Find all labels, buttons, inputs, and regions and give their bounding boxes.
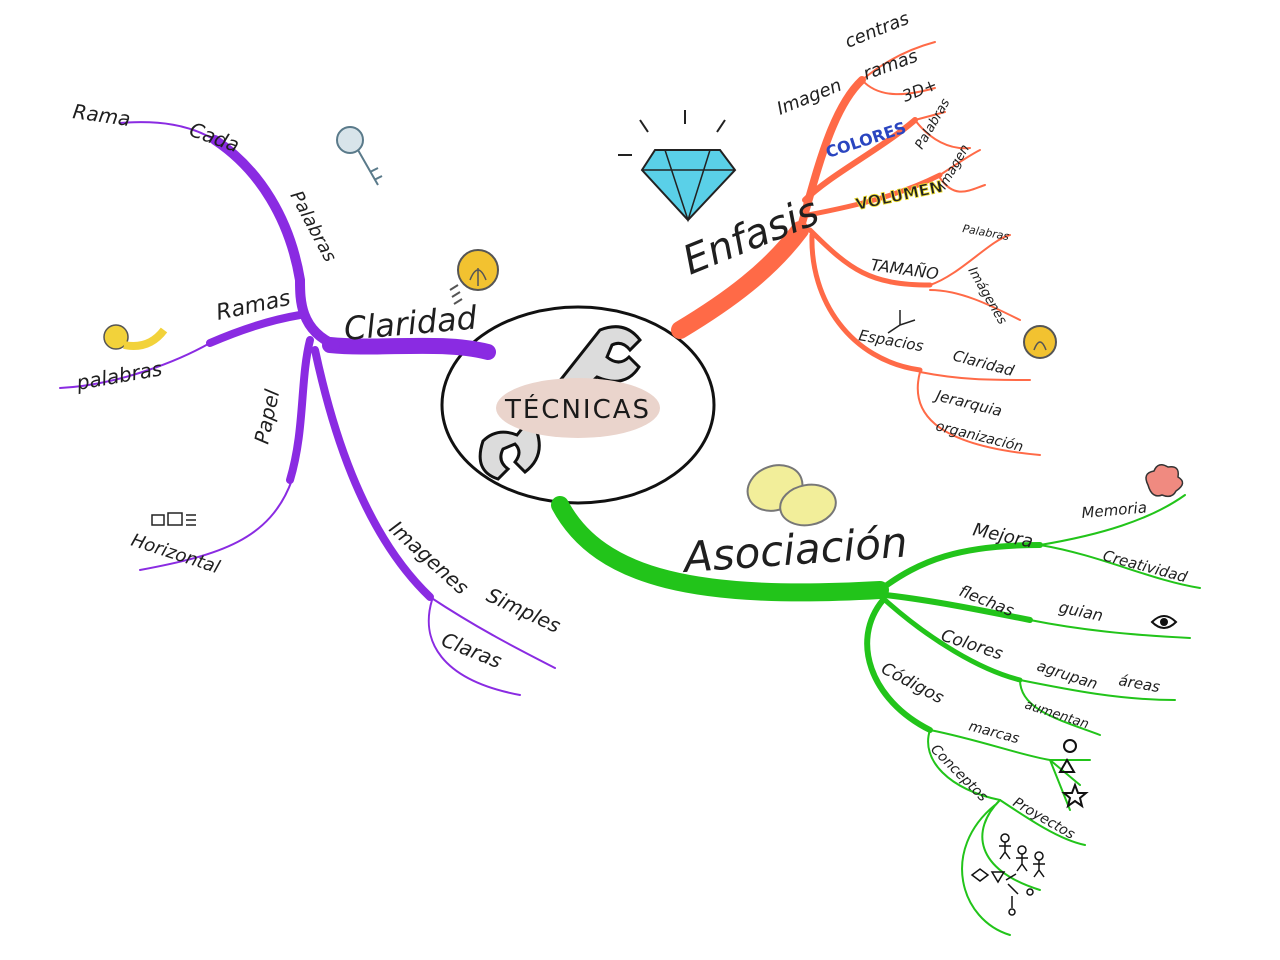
label-aumentan: aumentan	[1023, 698, 1091, 733]
label-3d: 3D+	[899, 75, 939, 106]
horizontal-paper-icon	[151, 512, 196, 526]
triangle-icon	[1058, 758, 1076, 773]
asociacion-labels: Asociación Mejora Memoria Creatividad fl…	[679, 498, 1189, 842]
label-volumen: VOLUMEN	[854, 177, 945, 214]
label-jerarquia: Jerarquia	[931, 386, 1004, 421]
eye-icon	[1150, 615, 1178, 629]
label-ramas-enf: ramas	[861, 46, 921, 85]
star-icon	[1061, 782, 1089, 809]
center-label-bg	[496, 378, 660, 438]
label-marcas: marcas	[967, 718, 1021, 747]
brain-icon	[1145, 464, 1184, 498]
label-horizontal: Horizontal	[128, 530, 222, 578]
key-icon	[336, 126, 383, 186]
tape-measure-icon	[103, 324, 168, 350]
label-simples: Simples	[483, 583, 564, 638]
center-label: TÉCNICAS	[504, 393, 651, 425]
label-creatividad: Creatividad	[1101, 546, 1190, 586]
label-guian: guian	[1057, 597, 1105, 625]
label-organizacion: organización	[934, 418, 1025, 455]
circle-icon	[1063, 739, 1077, 753]
linked-rings-icon	[746, 464, 837, 527]
lightbulb-icon	[449, 249, 499, 305]
label-imagenes-enf: Imágenes	[965, 265, 1010, 328]
people-icon	[999, 833, 1045, 878]
enfasis-labels: Enfasis Imagen centras ramas COLORES 3D+…	[677, 8, 1025, 456]
diamond-icon	[618, 110, 737, 223]
label-imagen2: Imagen	[935, 142, 972, 192]
label-conceptos: Conceptos	[927, 742, 990, 805]
label-areas: áreas	[1117, 671, 1161, 696]
branch-enfasis	[671, 41, 1041, 456]
flow-shapes-icon	[970, 868, 1034, 916]
axes-icon	[887, 310, 916, 334]
label-claridad-enf: Claridad	[951, 346, 1016, 380]
branch-label-asociacion: Asociación	[679, 517, 909, 582]
label-rama: Rama	[71, 99, 132, 131]
label-memoria: Memoria	[1081, 498, 1148, 522]
label-centras: centras	[842, 8, 912, 53]
label-claras: Claras	[438, 627, 505, 673]
label-imagen: Imagen	[774, 75, 845, 120]
label-agrupan: agrupan	[1035, 657, 1100, 693]
lightbulb-icon	[1023, 325, 1057, 359]
label-papel: Papel	[249, 387, 284, 446]
center-node: TÉCNICAS	[440, 305, 716, 505]
label-palabras: palabras	[74, 356, 164, 395]
label-palabras2: Palabras	[961, 222, 1010, 243]
label-cada: Cada	[186, 117, 242, 157]
branch-claridad	[59, 121, 556, 696]
